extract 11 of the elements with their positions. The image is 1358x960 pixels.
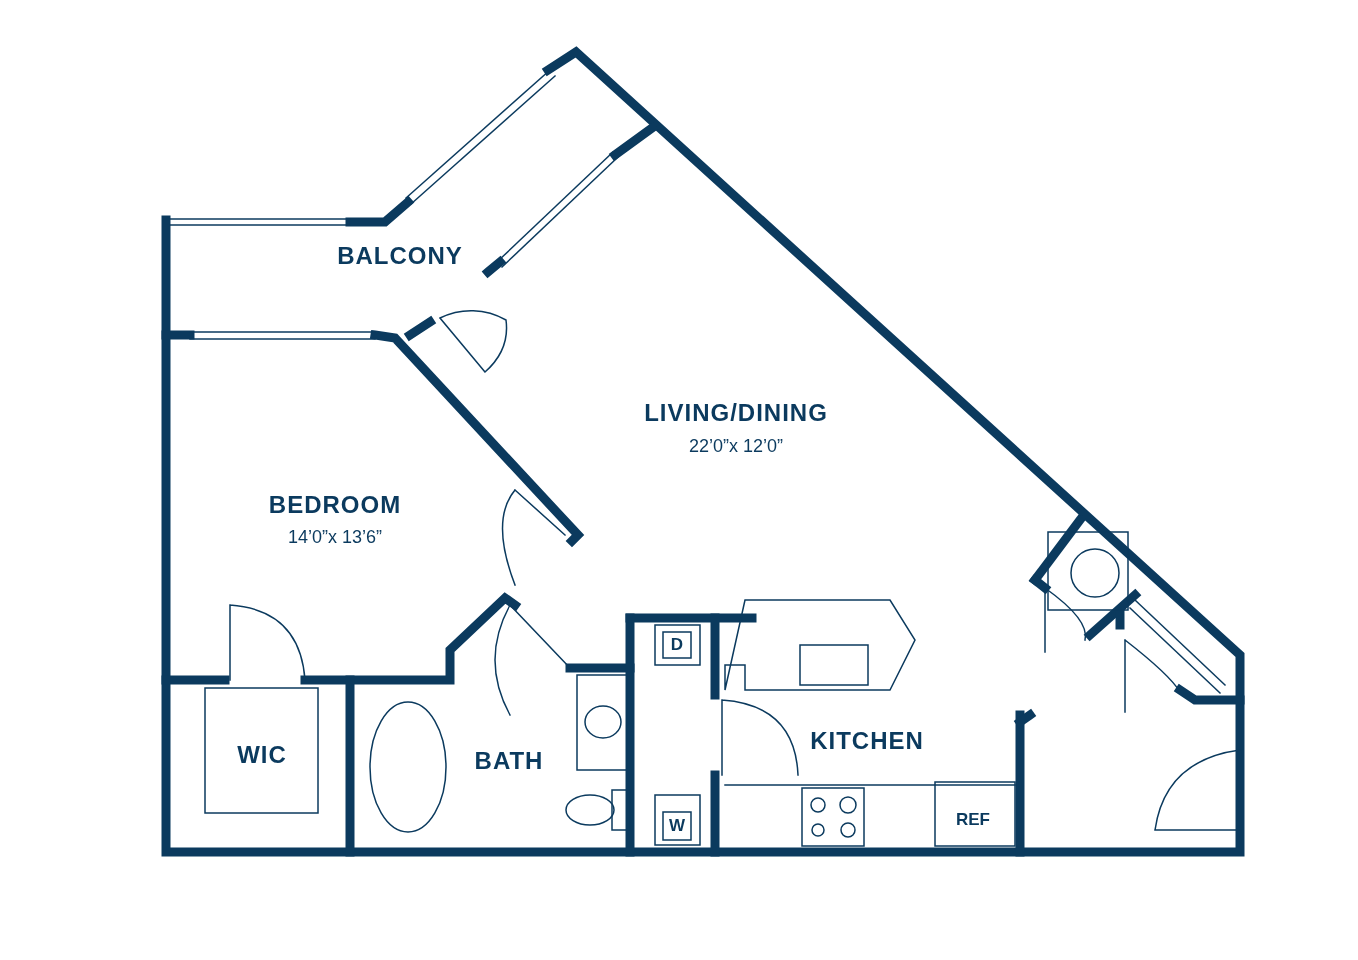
- appliance-label: D: [670, 635, 684, 655]
- dimension-label: 14’0”x 13’6”: [287, 528, 383, 548]
- room-label: WIC: [237, 741, 287, 769]
- room-label: BALCONY: [337, 242, 463, 270]
- room-label: LIVING/DINING: [644, 399, 828, 427]
- appliance-label: W: [669, 816, 685, 836]
- dimension-label: 22’0”x 12’0”: [688, 437, 784, 457]
- room-label: KITCHEN: [810, 727, 924, 755]
- appliance-label: REF: [956, 810, 990, 830]
- room-label: BEDROOM: [268, 491, 402, 519]
- room-label: BATH: [474, 747, 544, 775]
